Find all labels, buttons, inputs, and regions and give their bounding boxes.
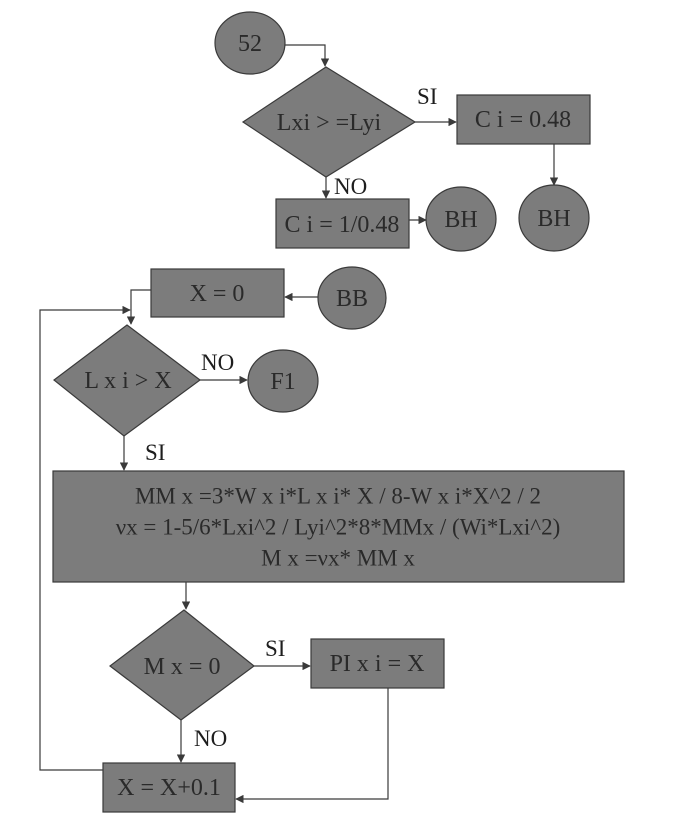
node-compute: MM x =3*W x i*L x i* X / 8-W x i*X^2 / 2…: [52, 470, 625, 583]
node-cond-lxi-lyi: Lxi > =Lyi: [241, 66, 417, 178]
branch-label-cond1-yes: SI: [417, 84, 437, 109]
process-box: [310, 638, 445, 689]
node-pi-xi: PI x i = X: [310, 638, 445, 689]
node-label: PI x i = X: [330, 651, 425, 677]
node-bh-right: BH: [518, 184, 590, 252]
formula-line-mmx: MM x =3*W x i*L x i* X / 8-W x i*X^2 / 2: [135, 484, 541, 509]
connector-circle: [425, 186, 497, 252]
branch-label-cond3-yes: SI: [265, 636, 285, 661]
decision-diamond: [53, 324, 202, 437]
edge-x0-to-cond2: [126, 289, 151, 325]
node-x-zero: X = 0: [150, 268, 285, 318]
node-label: BH: [444, 207, 477, 233]
node-cond-mx-zero: M x = 0: [109, 609, 255, 721]
connector-circle: [518, 184, 590, 252]
node-label: C i = 1/0.48: [285, 212, 400, 238]
node-label: 52: [238, 31, 262, 57]
branch-labels: SI NO NO SI SI NO: [145, 84, 437, 751]
node-f1: F1: [247, 349, 319, 413]
process-box: [52, 470, 625, 583]
process-box: [102, 762, 236, 813]
node-label: Lxi > =Lyi: [277, 110, 382, 136]
node-bh-left: BH: [425, 186, 497, 252]
node-cond-lxi-x: L x i > X: [53, 324, 202, 437]
node-label: F1: [270, 369, 295, 395]
node-bb: BB: [317, 266, 387, 330]
node-start-52: 52: [214, 11, 286, 75]
node-x-incr: X = X+0.1: [102, 762, 236, 813]
node-label: BH: [537, 206, 570, 232]
decision-diamond: [109, 609, 255, 721]
edge-pi-to-incr: [235, 688, 389, 804]
connector-circle: [247, 349, 319, 413]
process-box: [275, 198, 410, 249]
branch-label-cond1-no: NO: [334, 174, 367, 199]
branch-label-cond2-yes: SI: [145, 440, 165, 465]
edges: [39, 44, 559, 804]
process-box: [456, 94, 591, 145]
decision-diamond: [241, 66, 417, 178]
node-label: C i = 0.48: [475, 107, 571, 133]
formula-line-vx: νx = 1-5/6*Lxi^2 / Lyi^2*8*MMx / (Wi*Lxi…: [116, 515, 561, 540]
node-label: BB: [336, 286, 368, 312]
node-ci-inv-048: C i = 1/0.48: [275, 198, 410, 249]
node-label: X = X+0.1: [117, 775, 221, 801]
connector-circle: [214, 11, 286, 75]
node-ci-048: C i = 0.48: [456, 94, 591, 145]
process-box: [150, 268, 285, 318]
node-label: L x i > X: [84, 368, 171, 394]
formula-line-mx: M x =νx* MM x: [261, 546, 415, 571]
node-label: X = 0: [190, 281, 245, 307]
branch-label-cond2-no: NO: [201, 350, 234, 375]
branch-label-cond3-no: NO: [194, 726, 227, 751]
connector-circle: [317, 266, 387, 330]
node-label: M x = 0: [144, 654, 221, 680]
edge-52-to-cond1: [284, 44, 330, 67]
edge-loop-back: [39, 305, 131, 771]
